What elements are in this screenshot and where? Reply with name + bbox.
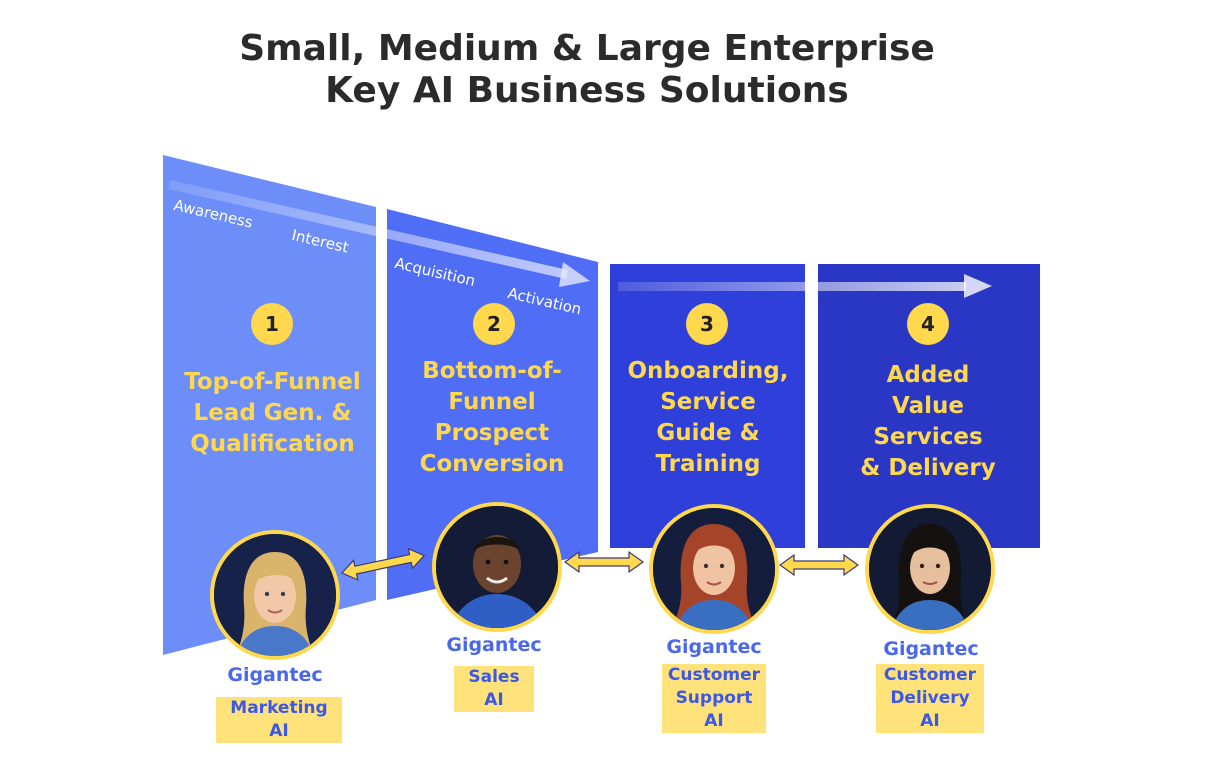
double-arrow-icon [563,550,645,574]
title-line-2: Key AI Business Solutions [325,70,849,111]
role-marketing-ai: Marketing AI [216,697,342,743]
flow-arrow-1 [168,180,590,287]
woman-redhead-avatar [649,504,779,634]
step-2-number: 2 [473,303,515,345]
step-4-number: 4 [907,303,949,345]
woman-dark-hair-avatar [865,504,995,634]
step-4-title: Added Value Services & Delivery [860,362,996,481]
role-customer-support-ai: Customer Support AI [662,664,766,733]
brand-logo-2: Gigantec [446,634,542,656]
brand-logo-4: Gigantec [883,638,979,660]
role-sales-ai: Sales AI [454,666,534,712]
step-3-title: Onboarding, Service Guide & Training [627,358,789,477]
step-2-title: Bottom-of- Funnel Prospect Conversion [419,358,565,477]
page-title: Small, Medium & Large Enterprise Key AI … [0,28,1174,112]
step-3-number: 3 [686,303,728,345]
man-avatar [432,502,562,632]
panel-2 [387,209,598,600]
brand-logo-3: Gigantec [666,636,762,658]
panel-1 [163,155,376,655]
brand-logo-1: Gigantec [227,664,323,686]
step-1-title: Top-of-Funnel Lead Gen. & Qualification [184,369,361,457]
double-arrow-icon [340,547,426,581]
step-1-number: 1 [251,303,293,345]
title-line-1: Small, Medium & Large Enterprise [239,28,935,69]
role-customer-delivery-ai: Customer Delivery AI [876,664,984,733]
woman-blonde-avatar [210,530,340,660]
double-arrow-icon [778,553,860,577]
flow-arrow-2 [618,274,992,298]
